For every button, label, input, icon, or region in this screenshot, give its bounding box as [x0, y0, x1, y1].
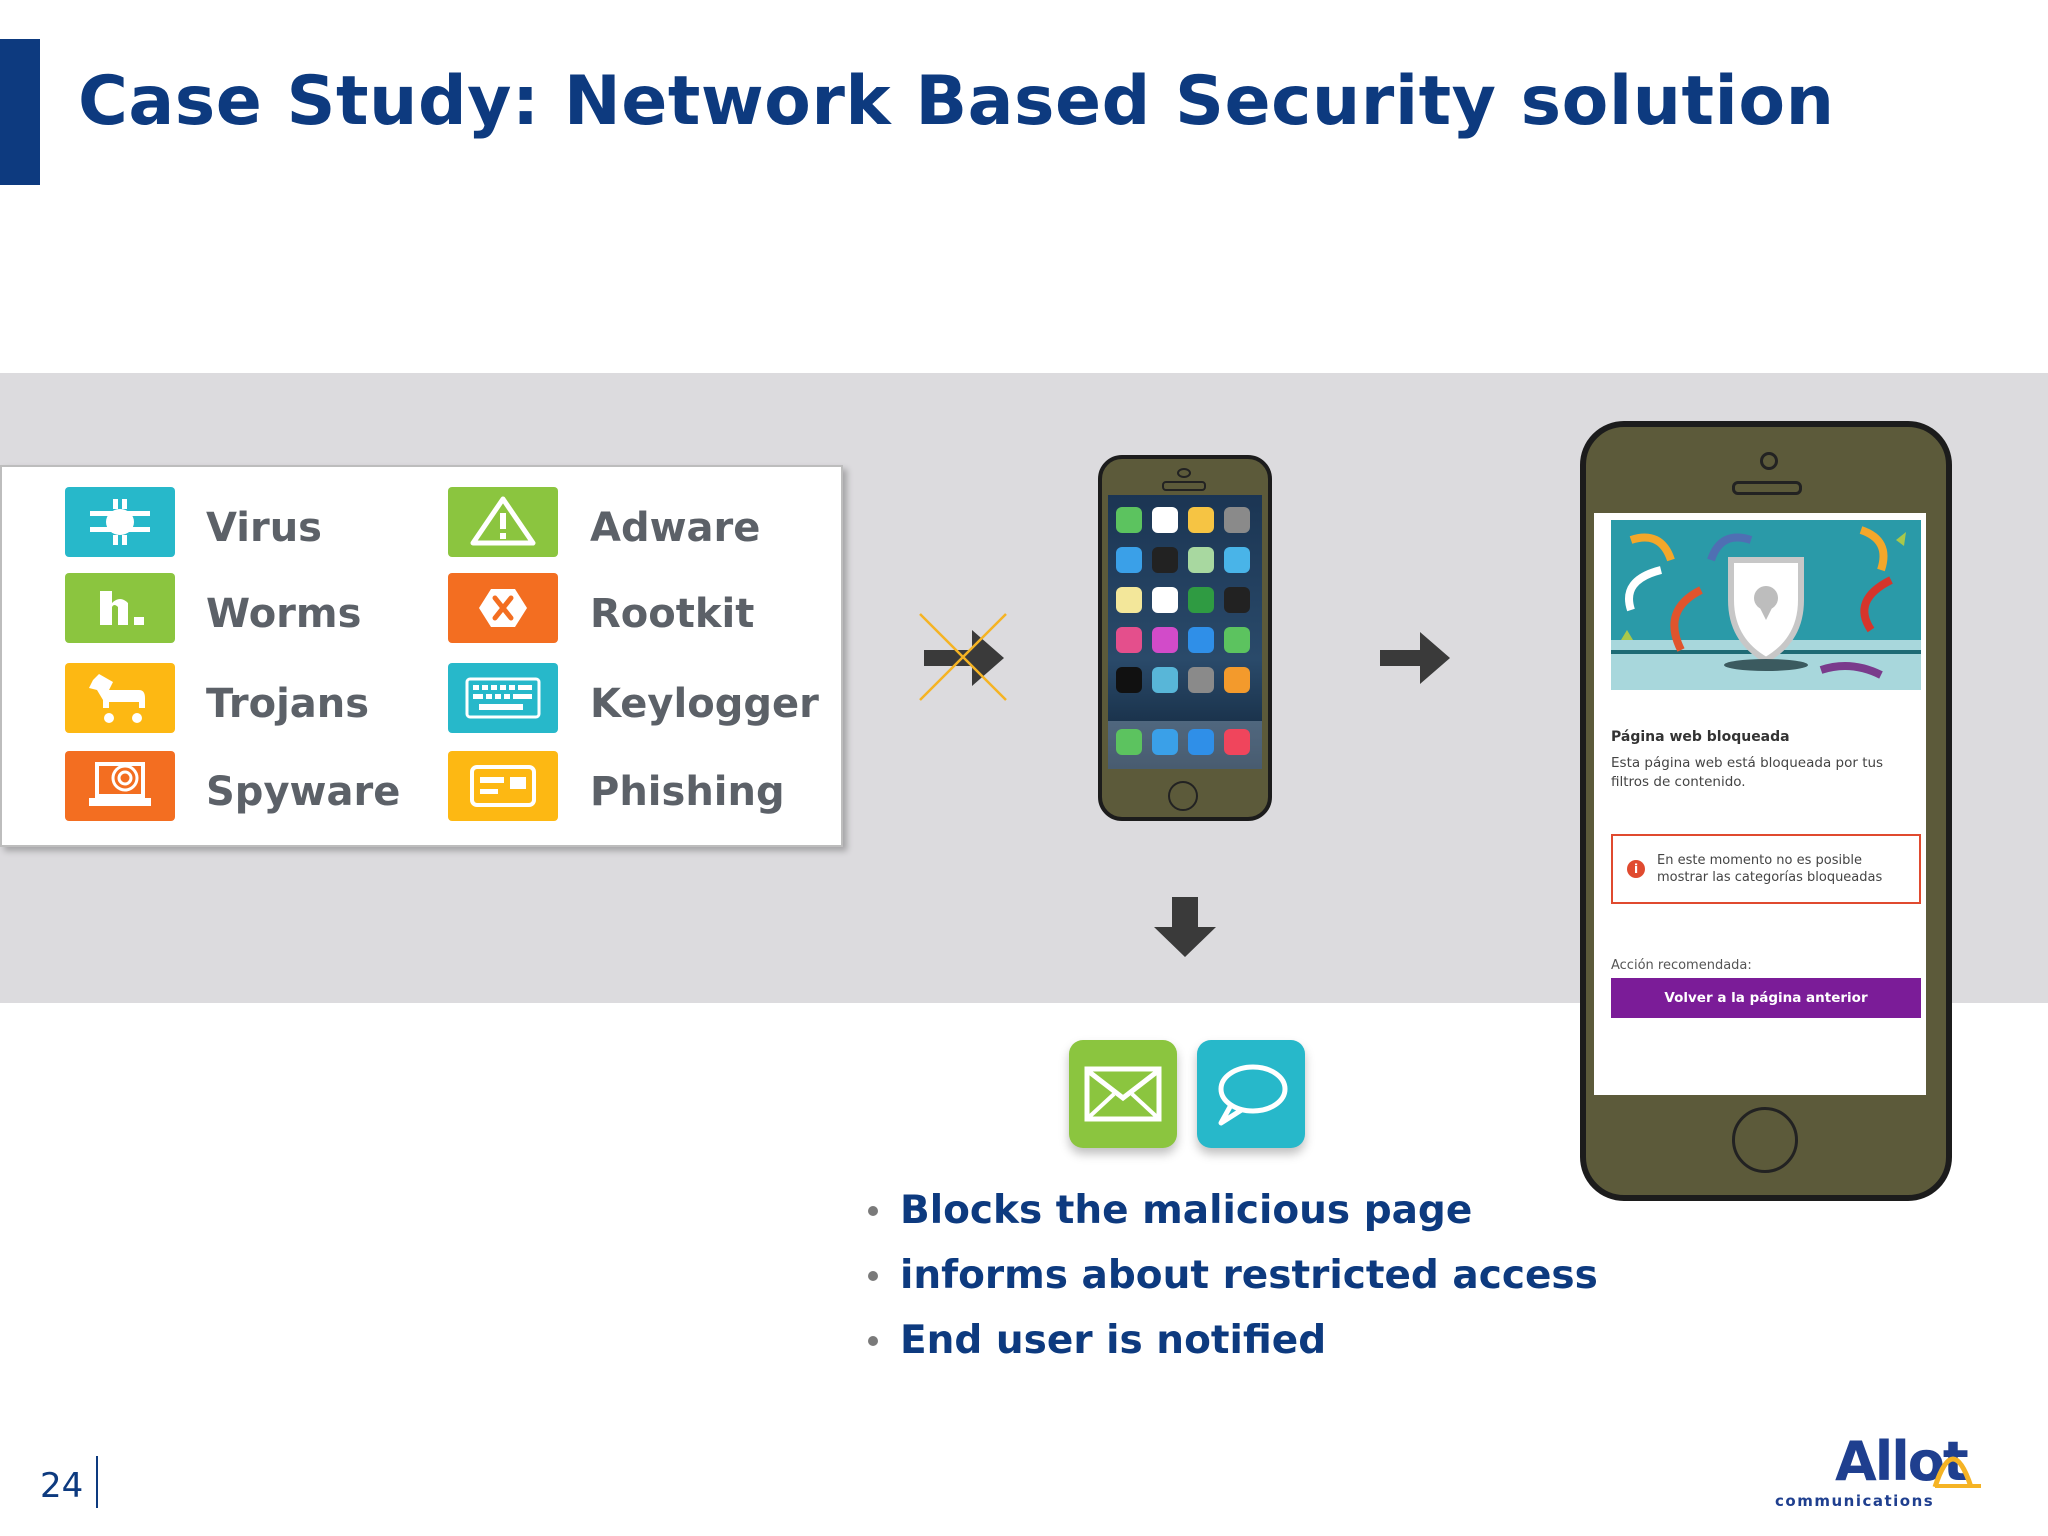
chat-bubble-icon	[1197, 1040, 1305, 1148]
phone-camera	[1177, 468, 1191, 478]
security-shield-illustration	[1611, 520, 1921, 690]
threat-label-phishing: Phishing	[590, 769, 785, 815]
rootkit-x-icon	[448, 573, 558, 643]
blocked-page-title: Página web bloqueada	[1611, 729, 1790, 745]
bullet-item: End user is notified	[868, 1318, 1326, 1363]
bullet-item: informs about restricted access	[868, 1253, 1598, 1298]
threat-label-virus: Virus	[206, 505, 322, 551]
bullet-text: End user is notified	[900, 1318, 1327, 1363]
bullet-item: Blocks the malicious page	[868, 1188, 1472, 1233]
threat-label-rootkit: Rootkit	[590, 591, 755, 637]
recommended-action-label: Acción recomendada:	[1611, 958, 1752, 973]
small-phone-screen	[1108, 495, 1262, 769]
phone-speaker	[1162, 481, 1206, 491]
small-phone	[1098, 455, 1272, 821]
threat-label-trojans: Trojans	[206, 681, 370, 727]
threat-panel: Virus Worms Trojans Spyware Adware Rootk…	[0, 465, 843, 847]
phone-camera	[1760, 452, 1778, 470]
bullet-text: Blocks the malicious page	[900, 1188, 1473, 1233]
phishing-card-icon	[448, 751, 558, 821]
threat-label-worms: Worms	[206, 591, 362, 637]
threat-label-spyware: Spyware	[206, 769, 401, 815]
large-phone: Página web bloqueada Esta página web est…	[1580, 421, 1952, 1201]
home-button	[1732, 1107, 1798, 1173]
worm-icon	[65, 573, 175, 643]
page-number: 24	[40, 1466, 84, 1506]
blocked-notice-text: En este momento no es posible mostrar la…	[1657, 853, 1883, 885]
warning-icon	[448, 487, 558, 557]
blocked-notice-box: i En este momento no es posible mostrar …	[1611, 834, 1921, 904]
keyboard-icon	[448, 663, 558, 733]
title-accent-bar	[0, 39, 40, 185]
info-icon: i	[1627, 860, 1645, 878]
virus-icon	[65, 487, 175, 557]
phone-speaker	[1732, 481, 1802, 495]
blocked-arrow-icon	[912, 610, 1012, 706]
threat-label-keylogger: Keylogger	[590, 681, 819, 727]
blocked-page-description: Esta página web está bloqueada por tus f…	[1611, 755, 1884, 790]
allot-logo: Allot communications	[1775, 1430, 2015, 1510]
down-arrow-icon	[1152, 895, 1218, 959]
footer-divider	[96, 1456, 98, 1508]
spyware-icon	[65, 751, 175, 821]
blocked-page-screen: Página web bloqueada Esta página web est…	[1594, 513, 1926, 1095]
threat-label-adware: Adware	[590, 505, 761, 551]
trojan-horse-icon	[65, 663, 175, 733]
back-to-previous-page-button[interactable]: Volver a la página anterior	[1611, 978, 1921, 1018]
right-arrow-icon	[1378, 630, 1452, 686]
logo-subtext: communications	[1775, 1492, 1934, 1510]
slide-title: Case Study: Network Based Security solut…	[78, 62, 1835, 141]
email-icon	[1069, 1040, 1177, 1148]
home-button	[1168, 781, 1198, 811]
bullet-text: informs about restricted access	[900, 1253, 1598, 1298]
